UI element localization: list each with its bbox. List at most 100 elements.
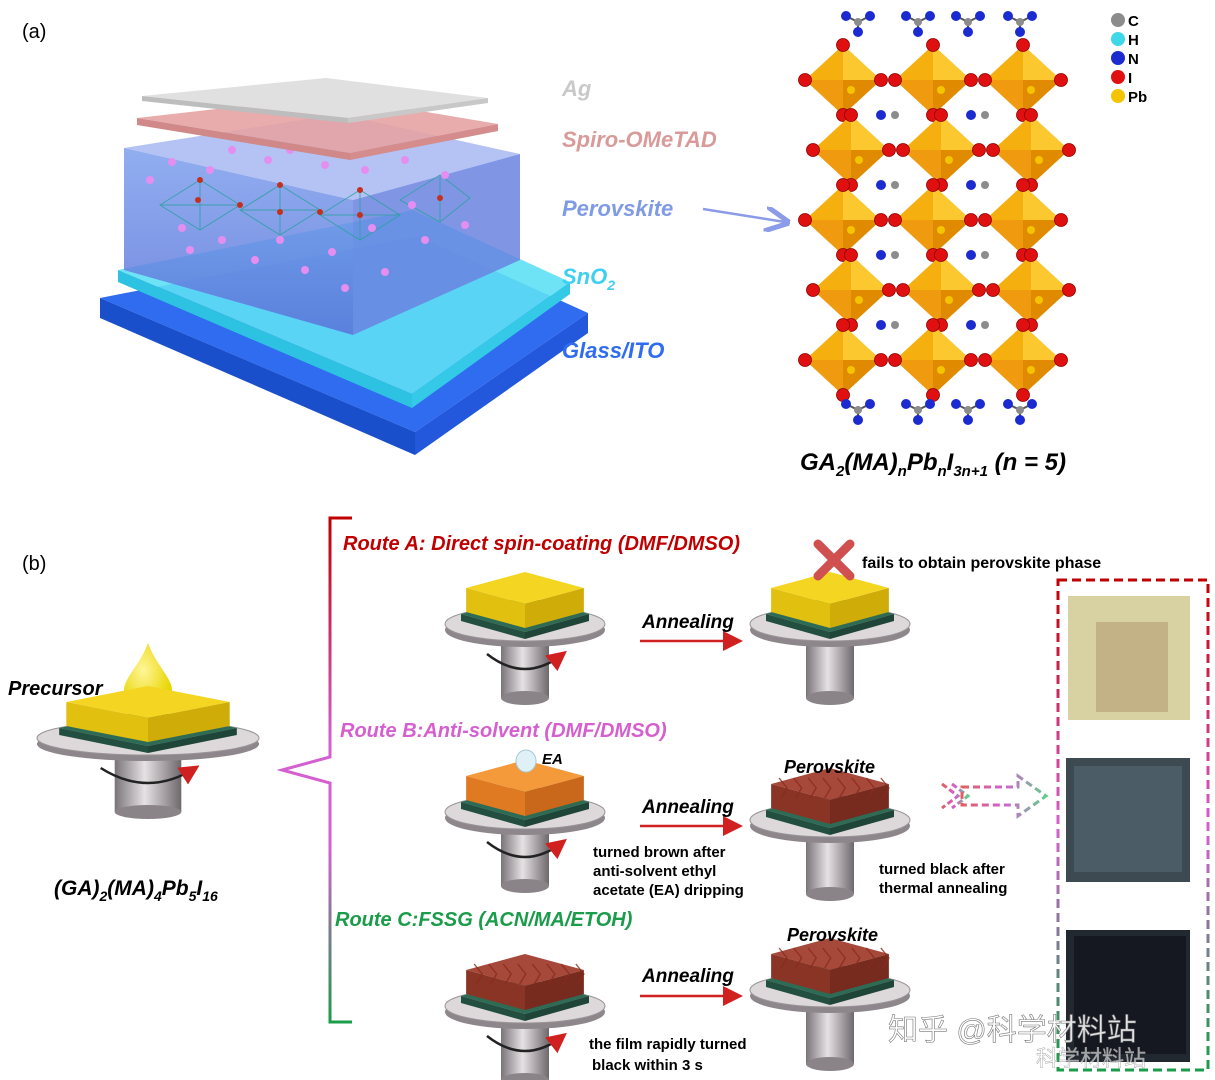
carbon-atom xyxy=(891,181,899,189)
device-stack xyxy=(100,78,588,455)
iodine-atom xyxy=(1016,318,1030,332)
pbi6-octahedron xyxy=(985,325,1061,395)
iodine-atom xyxy=(1062,143,1076,157)
route-b-note2-line2: thermal annealing xyxy=(879,880,1007,897)
iodine-atom xyxy=(972,143,986,157)
pbi6-octahedron xyxy=(895,325,971,395)
ga-cation xyxy=(951,399,985,425)
route-a-spin-coater xyxy=(444,572,606,705)
lead-atom xyxy=(937,86,945,94)
pbi6-octahedron xyxy=(993,115,1069,185)
route-c-title: Route C:FSSG (ACN/MA/ETOH) xyxy=(335,909,633,931)
pbi6-octahedron xyxy=(903,115,979,185)
lead-atom xyxy=(855,296,863,304)
legend-label-pb: Pb xyxy=(1128,89,1147,106)
layer-label-glass-ito: Glass/ITO xyxy=(562,338,664,363)
carbon-atom xyxy=(981,321,989,329)
iodine-atom xyxy=(1062,283,1076,297)
to-photos-chevron xyxy=(941,782,971,810)
iodine-atom xyxy=(964,73,978,87)
iodine-atom xyxy=(1016,178,1030,192)
precursor-label: Precursor xyxy=(8,678,104,700)
iodine-atom xyxy=(882,143,896,157)
iodine-atom xyxy=(964,353,978,367)
iodine-atom xyxy=(874,213,888,227)
lead-atom xyxy=(937,366,945,374)
panel-a-label: (a) xyxy=(22,21,46,43)
iodine-atom xyxy=(882,283,896,297)
route-b-note1-line2: anti-solvent ethyl xyxy=(593,863,716,880)
photo-route-b-film xyxy=(1066,758,1190,882)
lead-atom xyxy=(1027,86,1035,94)
ga-cation xyxy=(841,11,875,37)
layer-label-sno2: SnO2 xyxy=(562,264,615,293)
route-a-fail-text: fails to obtain perovskite phase xyxy=(862,555,1101,572)
iodine-atom xyxy=(888,73,902,87)
route-c-product-label: Perovskite xyxy=(787,925,878,945)
lead-atom xyxy=(847,86,855,94)
carbon-atom xyxy=(981,251,989,259)
iodine-atom xyxy=(1024,108,1038,122)
pbi6-octahedron xyxy=(895,45,971,115)
route-a-annealing-label: Annealing xyxy=(641,612,734,633)
legend-label-h: H xyxy=(1128,32,1139,49)
watermark-main: 知乎 @科学材料站 xyxy=(888,1014,1137,1047)
lead-atom xyxy=(1027,366,1035,374)
iodine-atom xyxy=(836,38,850,52)
lead-atom xyxy=(855,156,863,164)
iodine-atom xyxy=(1024,248,1038,262)
lead-atom xyxy=(1027,226,1035,234)
ga-cation xyxy=(901,399,935,425)
perovskite-pointer-arrow xyxy=(702,209,785,222)
pbi6-octahedron xyxy=(985,45,1061,115)
precursor-spin-coater xyxy=(36,686,260,819)
precursor-formula: (GA)2(MA)4Pb5I16 xyxy=(54,877,218,904)
iodine-atom xyxy=(798,73,812,87)
nitrogen-atom xyxy=(966,110,976,120)
route-a-title: Route A: Direct spin-coating (DMF/DMSO) xyxy=(343,533,740,555)
iodine-atom xyxy=(986,143,1000,157)
nitrogen-atom xyxy=(876,250,886,260)
legend-dot-i xyxy=(1111,70,1125,84)
route-b-note2-line1: turned black after xyxy=(879,861,1005,878)
route-b-annealed-spin-coater xyxy=(749,768,911,901)
legend-dot-n xyxy=(1111,51,1125,65)
ea-droplet xyxy=(515,749,537,773)
spin-direction-arrow xyxy=(486,838,567,860)
spin-direction-arrow xyxy=(486,650,567,672)
iodine-atom xyxy=(806,143,820,157)
nitrogen-atom xyxy=(876,180,886,190)
iodine-atom xyxy=(888,353,902,367)
ga-cation xyxy=(1003,399,1037,425)
legend-dot-h xyxy=(1111,32,1125,46)
iodine-atom xyxy=(926,318,940,332)
iodine-atom xyxy=(1016,38,1030,52)
carbon-atom xyxy=(891,321,899,329)
nitrogen-atom xyxy=(966,180,976,190)
photo-route-c-film xyxy=(1066,930,1190,1062)
route-c-note-line2: black within 3 s xyxy=(592,1057,703,1074)
panel-b-label: (b) xyxy=(22,553,46,575)
lead-atom xyxy=(1035,156,1043,164)
ga-cation xyxy=(1003,11,1037,37)
route-c-spin-coater xyxy=(444,954,606,1080)
ion-spheres xyxy=(146,146,469,292)
lead-atom xyxy=(945,156,953,164)
iodine-atom xyxy=(978,213,992,227)
iodine-atom xyxy=(934,108,948,122)
nitrogen-atom xyxy=(966,320,976,330)
legend-label-c: C xyxy=(1128,13,1139,30)
route-b-note1-line3: acetate (EA) dripping xyxy=(593,882,744,899)
lead-atom xyxy=(945,296,953,304)
route-c-annealed-spin-coater xyxy=(749,938,911,1071)
lead-atom xyxy=(847,366,855,374)
iodine-atom xyxy=(934,248,948,262)
iodine-atom xyxy=(972,283,986,297)
photo-route-a-film xyxy=(1068,596,1190,720)
ea-label: EA xyxy=(542,751,563,768)
route-b-spin-coater xyxy=(444,760,606,893)
iodine-atom xyxy=(926,178,940,192)
carbon-atom xyxy=(891,111,899,119)
iodine-atom xyxy=(978,353,992,367)
